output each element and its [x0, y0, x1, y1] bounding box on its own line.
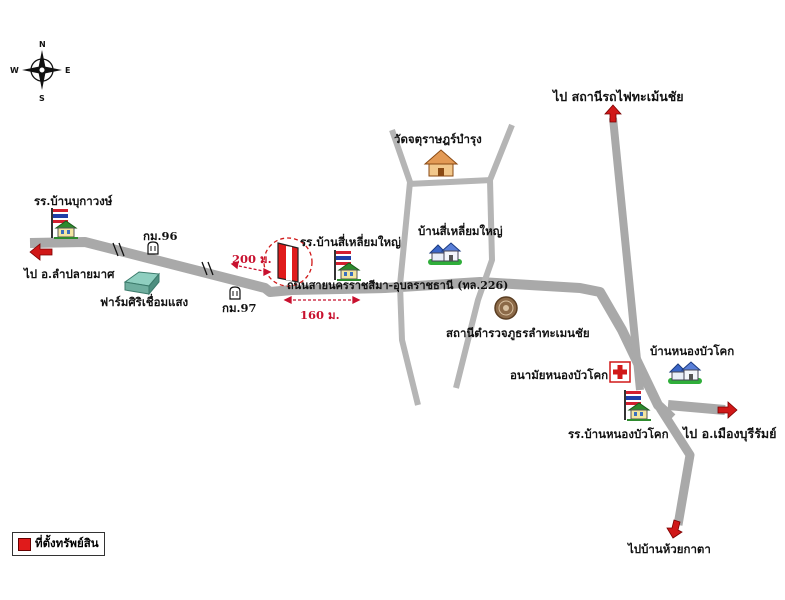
school-flag-icon	[624, 389, 652, 422]
label-road-name: ถนนสายนครราชสีมา-อุบลราชธานี (ทล.226)	[287, 279, 509, 292]
label-village-si-liam-yai: บ้านสี่เหลี่ยมใหญ่	[418, 224, 503, 238]
label-farm: ฟาร์มศิริเชื่อมแสง	[100, 295, 189, 309]
farm-building-icon	[123, 271, 160, 296]
property-marker-icon	[263, 237, 313, 287]
police-seal-icon	[494, 296, 518, 320]
temple-road-right	[453, 123, 515, 389]
property-swatch-icon	[18, 537, 31, 551]
label-to-lamplaimat: ไป อ.ลำปลายมาศ	[24, 267, 115, 281]
label-village-nong-bua-khok: บ้านหนองบัวโคก	[650, 344, 735, 358]
direction-arrow-icon	[717, 401, 738, 419]
label-temple: วัดจตุราษฎร์บำรุง	[394, 132, 482, 146]
label-school-nong-bua-khok: รร.บ้านหนองบัวโคก	[568, 427, 669, 441]
road-to-buriram	[667, 400, 726, 415]
house-icon	[423, 149, 459, 177]
roads	[29, 117, 726, 526]
direction-arrow-icon	[666, 519, 683, 539]
label-health-center: อนามัยหนองบัวโคก	[510, 368, 609, 382]
school-flag-icon	[51, 207, 79, 240]
label-km97: กม.97	[222, 301, 257, 315]
label-school-si-liam-yai: รร.บ้านสี่เหลี่ยมใหญ่	[300, 235, 401, 249]
compass-west: W	[10, 66, 19, 75]
label-to-station: ไป สถานีรถไฟทะเม้นชัย	[553, 89, 684, 104]
direction-arrow-icon	[604, 104, 622, 123]
legend-property-label: ที่ตั้งทรัพย์สิน	[35, 536, 99, 550]
direction-arrow-icon	[29, 243, 53, 261]
label-to-buriram: ไป อ.เมืองบุรีรัมย์	[683, 426, 777, 441]
compass-south: S	[39, 94, 45, 103]
label-school-bu-kawong: รร.บ้านบุกาวงษ์	[34, 194, 113, 208]
compass-north: N	[39, 40, 46, 49]
road-to-station	[609, 117, 644, 391]
village-icon	[667, 361, 703, 385]
hospital-cross-icon	[609, 361, 631, 383]
compass-east: E	[65, 66, 70, 75]
direction-arrows	[29, 104, 738, 539]
legend: ที่ตั้งทรัพย์สิน	[12, 532, 105, 556]
milestone-icon	[229, 286, 241, 300]
label-dist-200: 200 ม.	[232, 252, 272, 266]
compass-rose-icon: N S E W	[10, 40, 70, 103]
distance-lines	[230, 261, 361, 305]
label-dist-160: 160 ม.	[300, 308, 340, 322]
village-icon	[427, 242, 463, 266]
label-police: สถานีตำรวจภูธรลำทะเมนชัย	[446, 326, 590, 340]
road-break-marks	[112, 242, 214, 276]
road-to-huai-kata	[656, 405, 695, 526]
temple-road-left	[389, 129, 421, 406]
temple-road-cross	[407, 177, 493, 187]
label-km96: กม.96	[143, 229, 178, 243]
highway-226	[29, 237, 676, 422]
label-to-huai-kata: ไปบ้านห้วยกาตา	[628, 542, 711, 556]
